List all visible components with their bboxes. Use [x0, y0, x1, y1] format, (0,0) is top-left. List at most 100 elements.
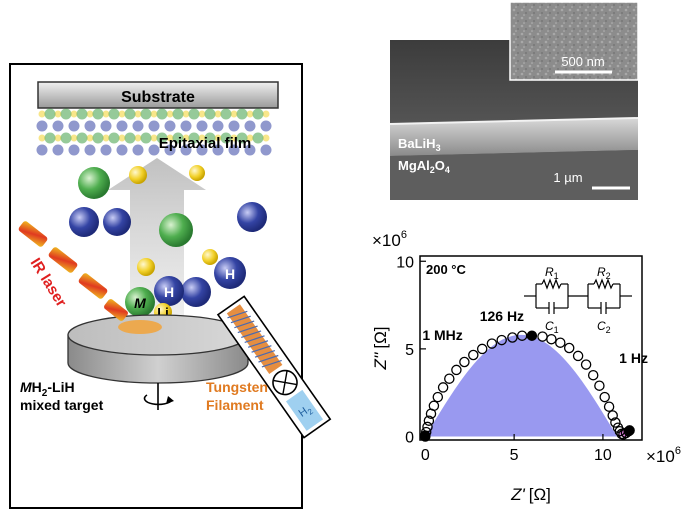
filament-label-line2: Filament [206, 397, 264, 413]
lattice-atom [150, 110, 158, 118]
arc1-fill [425, 334, 618, 437]
target-label-line2: mixed target [20, 397, 104, 413]
lattice-atom [236, 132, 248, 144]
target-label-line1: MH2-LiH [20, 379, 75, 399]
lattice-atom [214, 134, 222, 142]
lattice-atom [260, 120, 272, 132]
lattice-atom [116, 144, 128, 156]
lattice-atom [70, 110, 78, 118]
lattice-atom [54, 110, 62, 118]
metal-atom [159, 213, 193, 247]
lattice-atom [60, 132, 72, 144]
lattice-atom [198, 134, 206, 142]
lattice-atom [54, 134, 62, 142]
atom-h-label: H [225, 266, 235, 282]
lattice-atom [260, 144, 272, 156]
lattice-atom [182, 110, 190, 118]
data-point [451, 364, 462, 376]
atom-li-label: Li [157, 305, 169, 320]
lattice-atom [84, 144, 96, 156]
annotation-1hz: 1 Hz [619, 350, 648, 366]
li-atom [189, 165, 205, 181]
r2-label: R2 [597, 265, 611, 281]
lattice-atom [86, 110, 94, 118]
lattice-atom [132, 144, 144, 156]
lattice-atom [252, 108, 264, 120]
lattice-atom [100, 120, 112, 132]
hydrogen-atom [154, 276, 184, 306]
h2-label: H2 [297, 402, 316, 421]
x-tick-label: 5 [510, 447, 519, 464]
sem-substrate-layer [390, 150, 638, 200]
lattice-atom [212, 120, 224, 132]
lattice-atom [38, 134, 46, 142]
lattice-atom [140, 132, 152, 144]
substrate-block [37, 81, 279, 109]
lattice-atom [198, 110, 206, 118]
data-point [507, 332, 518, 343]
lattice-atom [36, 120, 48, 132]
li-atom [137, 258, 155, 276]
lattice-atom [68, 120, 80, 132]
lattice-atom [70, 134, 78, 142]
hydrogen-atom [214, 257, 246, 289]
sem-inset-surface [509, 1, 639, 81]
temperature-label: 200 °C [426, 262, 467, 277]
lattice-atom [220, 132, 232, 144]
lattice-atom [52, 120, 64, 132]
lattice-atom [36, 144, 48, 156]
lattice-atom [134, 134, 142, 142]
equivalent-circuit [524, 278, 632, 314]
data-point [432, 391, 444, 403]
lattice-atom [84, 120, 96, 132]
lattice-atom [68, 144, 80, 156]
y-tick-label: 0 [405, 429, 414, 446]
lattice-atom [148, 120, 160, 132]
x-tick-label: 10 [594, 447, 612, 464]
target-top [67, 314, 249, 356]
lattice-atom [220, 108, 232, 120]
substrate-label: Substrate [121, 89, 195, 106]
lattice-atom [172, 132, 184, 144]
lattice-atom [212, 144, 224, 156]
lattice-atom [166, 110, 174, 118]
highlight-point [420, 431, 431, 442]
scale-label: 1 µm [553, 170, 582, 185]
lattice-atom [246, 134, 254, 142]
lattice-atom [196, 144, 208, 156]
film-layer-label: BaLiH3 [398, 136, 441, 153]
plot-frame [419, 255, 643, 441]
data-point [486, 338, 498, 349]
lattice-atom [182, 134, 190, 142]
lattice-atom [262, 110, 270, 118]
inset-scale-label: 500 nm [561, 54, 604, 69]
data-point [444, 373, 455, 384]
filament-label-line1: Tungsten [206, 379, 268, 395]
metal-atom [125, 287, 155, 317]
lattice-atom [188, 132, 200, 144]
data-points [420, 330, 635, 442]
sem-image: 500 nm BaLiH3 MgAl2O4 1 µm [389, 1, 639, 200]
lattice-atom [262, 134, 270, 142]
lattice-atom [228, 144, 240, 156]
data-point [572, 350, 584, 362]
lattice-atom [236, 108, 248, 120]
c2-label: C2 [597, 319, 611, 335]
data-point [468, 349, 479, 361]
lattice-atom [60, 108, 72, 120]
data-point [422, 421, 433, 433]
lattice-atom [134, 110, 142, 118]
li-atom [129, 166, 147, 184]
lattice-atom [150, 134, 158, 142]
lattice-atom [108, 132, 120, 144]
lattice-atom [102, 110, 110, 118]
y-tick-label: 5 [405, 342, 414, 359]
lattice-atom [246, 110, 254, 118]
lattice-atom [116, 120, 128, 132]
hydrogen-atom [69, 207, 99, 237]
data-point [428, 400, 440, 412]
lattice-atom [140, 108, 152, 120]
tungsten-filament-tube: H2 [216, 295, 332, 439]
